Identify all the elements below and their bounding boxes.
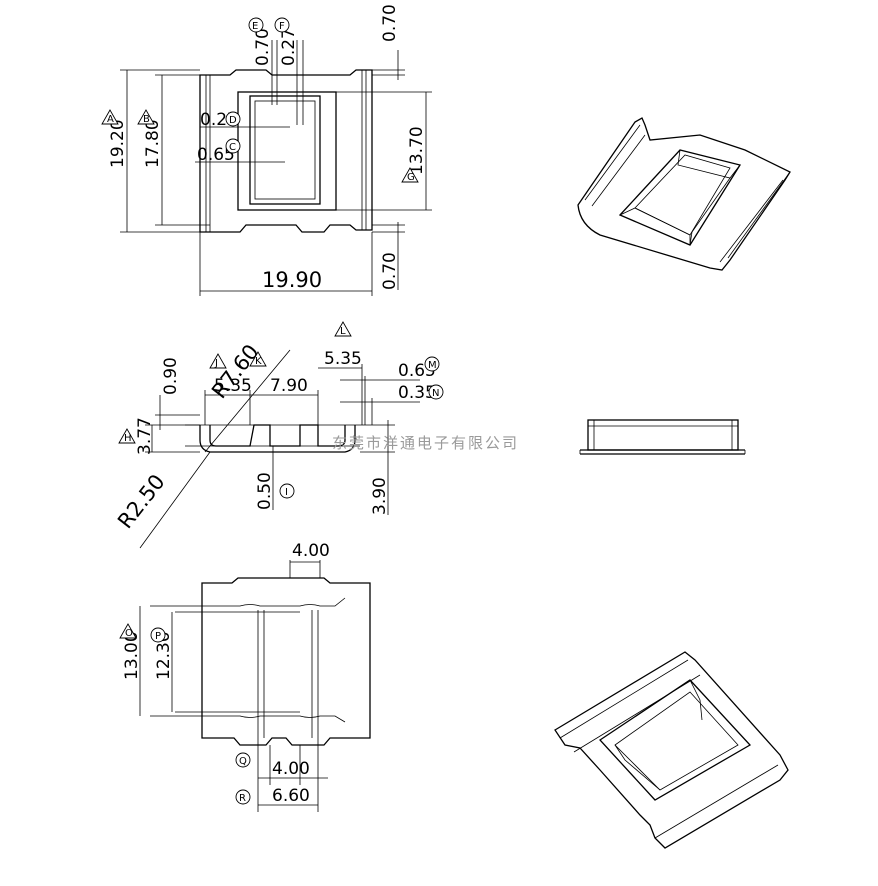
dim-top-tab-4-00: 4.00 [292, 541, 330, 561]
label-d: D [229, 115, 237, 126]
dim-center-7-90: 7.90 [270, 376, 308, 396]
dim-inner-12-30: 12.30 [154, 631, 174, 680]
dim-top-0-70-e: 0.70 [253, 28, 273, 66]
bottom-view-outline [201, 577, 371, 746]
top-view: 0.70 0.27 E F 0.70 13.70 G 0.70 19.20 A [101, 4, 432, 296]
dim-base-0-50: 0.50 [255, 472, 275, 510]
label-j: J [214, 358, 218, 369]
isometric-view-bottom [554, 651, 789, 849]
dim-wall-0-35: 0.35 [398, 383, 436, 403]
top-view-window [249, 95, 321, 205]
label-a: A [107, 114, 114, 125]
dim-width-19-90: 19.90 [262, 268, 322, 292]
top-view-inner-frame [237, 91, 337, 211]
dim-top-0-27-f: 0.27 [279, 28, 299, 66]
label-i: I [285, 487, 288, 498]
label-n: N [432, 388, 439, 399]
label-f: F [279, 21, 285, 32]
label-r: R [239, 793, 246, 804]
label-l: L [340, 326, 346, 337]
dim-height-3-90: 3.90 [370, 477, 390, 515]
dim-top-right-0-70: 0.70 [380, 4, 400, 42]
dim-right-5-35: 5.35 [324, 349, 362, 369]
dim-total-19-20: 19.20 [108, 119, 128, 168]
isometric-view-top [577, 117, 791, 271]
dim-slot-4-00: 4.00 [272, 759, 310, 779]
dim-radius-r2-50: R2.50 [113, 470, 170, 533]
label-q: Q [239, 756, 247, 767]
label-k: K [255, 356, 262, 367]
label-o: O [125, 628, 133, 639]
label-e: E [252, 21, 258, 32]
label-c: C [229, 142, 236, 153]
dim-bottom-right-0-70: 0.70 [380, 252, 400, 290]
dim-window-13-70: 13.70 [407, 126, 427, 175]
label-h: H [124, 433, 132, 444]
label-g: G [407, 172, 415, 183]
dim-body-17-80: 17.80 [143, 119, 163, 168]
watermark: 东莞市洋通电子有限公司 [332, 434, 519, 452]
dim-height-3-77: 3.77 [135, 417, 155, 455]
label-m: M [428, 360, 437, 371]
front-profile-view [579, 419, 746, 455]
dim-flange-0-90: 0.90 [161, 357, 181, 395]
side-view-profile [199, 425, 356, 453]
dim-left-5-35: 5.35 [214, 376, 252, 396]
dim-slot-outer-6-60: 6.60 [272, 786, 310, 806]
top-view-outline [199, 69, 373, 233]
dim-outer-13-00: 13.00 [122, 631, 142, 680]
dim-inner-0-65-c: 0.65 [197, 145, 235, 165]
label-b: B [143, 114, 150, 125]
label-p: P [155, 631, 161, 642]
bottom-view: 4.00 13.00 O 12.30 P 4.00 Q 6.60 R [119, 541, 371, 812]
